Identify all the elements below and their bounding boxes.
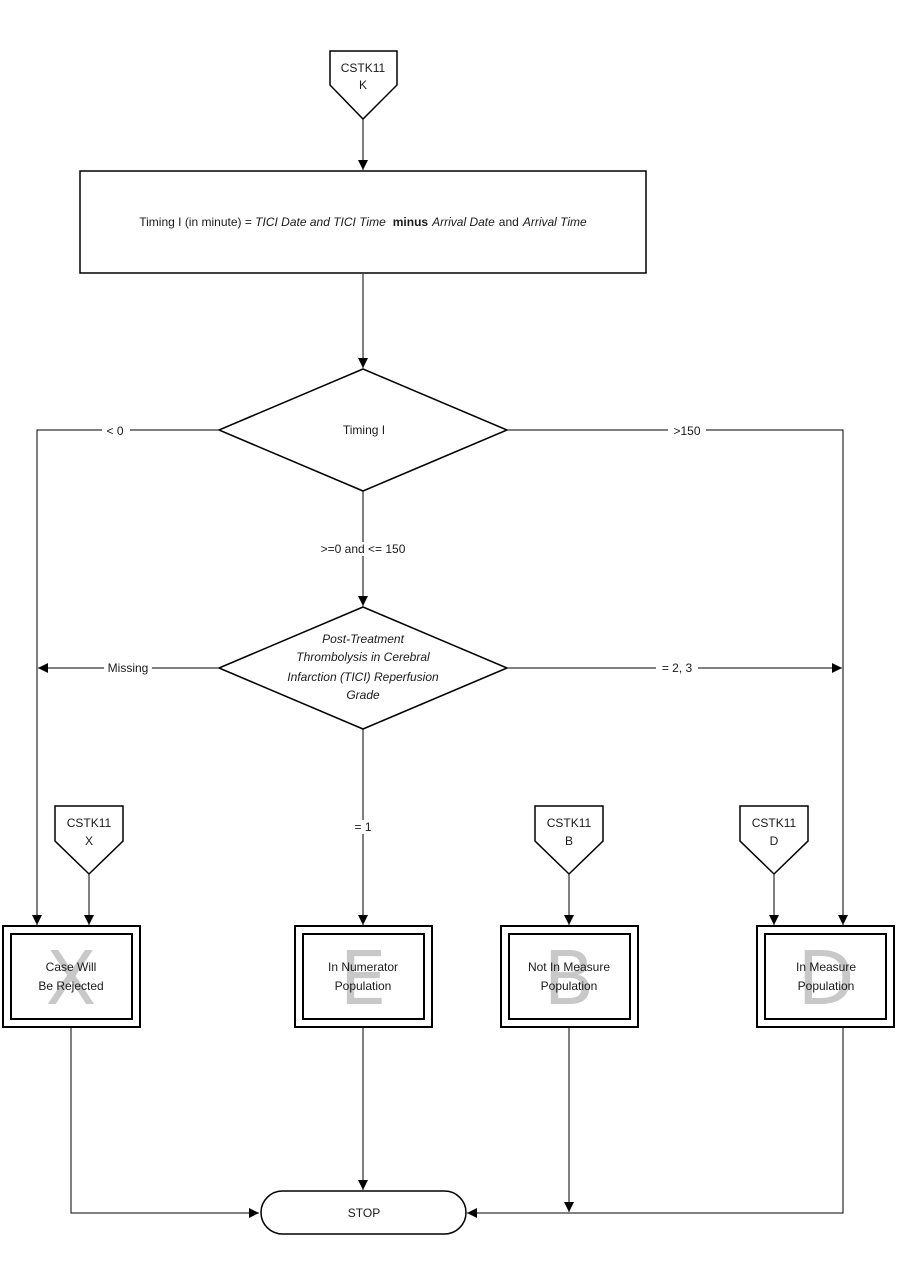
arrow-x-to-stop bbox=[70, 1027, 259, 1218]
connector-cstk11-b: CSTK11 B bbox=[534, 805, 604, 876]
arrow-d-to-stop bbox=[467, 1027, 844, 1218]
outcome-b-line1: Not In Measure bbox=[528, 960, 610, 974]
process-formula: Timing I (in minute) = TICI Date and TIC… bbox=[139, 215, 587, 229]
outcome-d-in-measure: D In Measure Population bbox=[756, 925, 895, 1028]
connector-cstk11-x: CSTK11 X bbox=[54, 805, 124, 876]
edge-label-eq1: = 1 bbox=[354, 820, 371, 834]
outcome-x-letter: X bbox=[46, 936, 97, 1022]
decision-tici-line1: Post-Treatment bbox=[322, 632, 404, 646]
edge-label-lt0: < 0 bbox=[106, 424, 123, 438]
connector-x-line1: CSTK11 bbox=[67, 816, 112, 830]
decision-tici-grade: Post-Treatment Thrombolysis in Cerebral … bbox=[217, 606, 509, 730]
decision-tici-line4: Grade bbox=[346, 688, 380, 702]
outcome-e-line1: In Numerator bbox=[328, 960, 398, 974]
outcome-d-line1: In Measure bbox=[796, 960, 856, 974]
arrow-lt0-to-x bbox=[32, 429, 219, 925]
connector-x-line2: X bbox=[85, 834, 93, 848]
connector-d-line1: CSTK11 bbox=[752, 816, 797, 830]
decision-tici-line3: Infarction (TICI) Reperfusion bbox=[287, 670, 439, 684]
outcome-b-line2: Population bbox=[541, 979, 598, 993]
process-timing-calculation: Timing I (in minute) = TICI Date and TIC… bbox=[79, 170, 647, 274]
outcome-e-letter: E bbox=[340, 936, 387, 1022]
decision-timing-i-label: Timing I bbox=[343, 423, 385, 437]
outcome-d-line2: Population bbox=[798, 979, 855, 993]
decision-timing-i: Timing I bbox=[217, 368, 509, 492]
outcome-e-numerator: E In Numerator Population bbox=[294, 925, 433, 1028]
connector-cstk11-k: CSTK11 K bbox=[329, 50, 398, 121]
outcome-e-line2: Population bbox=[335, 979, 392, 993]
terminal-stop: STOP bbox=[260, 1190, 467, 1235]
process-formula-and: and bbox=[499, 215, 519, 229]
outcome-x-line2: Be Rejected bbox=[38, 979, 103, 993]
process-formula-prefix: Timing I (in minute) = bbox=[139, 215, 255, 229]
outcome-d-letter: D bbox=[798, 936, 855, 1022]
edge-label-gt150: >150 bbox=[673, 424, 700, 438]
process-formula-arrival-date: Arrival Date bbox=[431, 215, 495, 229]
outcome-b-letter: B bbox=[544, 936, 595, 1022]
process-formula-arrival-time: Arrival Time bbox=[522, 215, 587, 229]
process-formula-tici: TICI Date and TICI Time bbox=[255, 215, 386, 229]
outcome-b-not-in-measure: B Not In Measure Population bbox=[500, 925, 639, 1028]
connector-b-line2: B bbox=[565, 834, 573, 848]
connector-k-line2: K bbox=[359, 78, 367, 92]
decision-tici-line2: Thrombolysis in Cerebral bbox=[296, 650, 430, 664]
arrow-gt150-to-d bbox=[507, 429, 848, 925]
connector-b-line1: CSTK11 bbox=[547, 816, 592, 830]
terminal-stop-label: STOP bbox=[348, 1206, 380, 1220]
outcome-x-line1: Case Will bbox=[46, 960, 97, 974]
process-formula-minus: minus bbox=[393, 215, 429, 229]
edge-label-missing: Missing bbox=[108, 661, 149, 675]
connector-d-line2: D bbox=[770, 834, 779, 848]
edge-label-range: >=0 and <= 150 bbox=[321, 542, 406, 556]
edge-label-eq23: = 2, 3 bbox=[662, 661, 693, 675]
connector-cstk11-d: CSTK11 D bbox=[739, 805, 809, 876]
outcome-x-case-rejected: X Case Will Be Rejected bbox=[2, 925, 141, 1028]
connector-k-line1: CSTK11 bbox=[341, 61, 386, 75]
